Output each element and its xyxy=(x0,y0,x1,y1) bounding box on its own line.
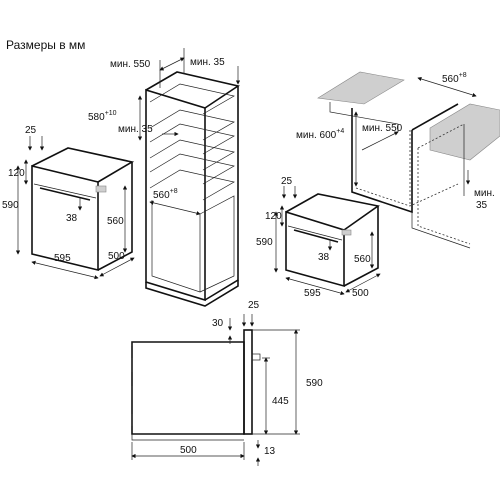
oven-left-width: 595 xyxy=(54,253,71,264)
oven-left-knob xyxy=(95,185,107,193)
oven-right-width: 595 xyxy=(304,288,321,299)
uc-min-depth-label: мин. 550 xyxy=(362,123,403,134)
uc-niche-height-value: мин. 600 xyxy=(296,130,337,141)
uc-min-gap-label: мин. xyxy=(474,188,495,199)
tall-niche-width-tol: +8 xyxy=(170,188,178,195)
uc-min-gap-value: 35 xyxy=(476,200,488,211)
oven-left-handle-offset: 38 xyxy=(66,213,78,224)
tall-niche-width-value: 560 xyxy=(153,190,170,201)
oven-right-depth: 500 xyxy=(352,288,369,299)
uc-niche-height-label: мин. 600+4 xyxy=(296,128,344,141)
tall-niche-width-label: 560+8 xyxy=(153,188,178,201)
oven-right-panel-offset: 25 xyxy=(281,176,293,187)
oven-right-handle-offset: 38 xyxy=(318,252,330,263)
tall-min-gap-side-label: мин. 35 xyxy=(118,124,153,135)
oven-right-height: 590 xyxy=(256,237,273,248)
oven-right-drawing xyxy=(285,193,380,288)
title-label: Размеры в мм xyxy=(6,38,85,52)
tall-niche-height-value: 580 xyxy=(88,112,105,123)
oven-left-depth: 500 xyxy=(108,251,125,262)
side-bottom-offset: 13 xyxy=(264,446,276,457)
side-front-thickness: 25 xyxy=(248,300,260,311)
side-view-front-panel xyxy=(243,329,253,435)
uc-niche-width-tol: +8 xyxy=(459,72,467,79)
side-height: 590 xyxy=(306,378,323,389)
uc-niche-width-value: 560 xyxy=(442,74,459,85)
side-view-handle xyxy=(251,353,261,361)
side-depth: 500 xyxy=(180,445,197,456)
oven-right-inner-height: 560 xyxy=(354,254,371,265)
side-top-offset: 30 xyxy=(212,318,224,329)
oven-left-inner-height: 560 xyxy=(107,216,124,227)
tall-niche-height-label: 580+10 xyxy=(88,110,117,123)
side-view-drawing xyxy=(131,329,261,441)
oven-left-panel-offset: 25 xyxy=(25,125,37,136)
oven-left-height: 590 xyxy=(2,200,19,211)
oven-right-knob xyxy=(341,229,352,236)
uc-niche-height-tol: +4 xyxy=(336,128,344,135)
uc-niche-width-label: 560+8 xyxy=(442,72,467,85)
tall-cabinet-drawing xyxy=(145,71,240,307)
oven-left-panel-height: 120 xyxy=(8,168,25,179)
tall-min-gap-top-label: мин. 35 xyxy=(190,57,225,68)
under-counter-drawing xyxy=(317,71,500,249)
side-lower-height: 445 xyxy=(272,396,289,407)
tall-niche-height-tol: +10 xyxy=(105,110,117,117)
oven-right-panel-height: 120 xyxy=(265,211,282,222)
tall-min-width-label: мин. 550 xyxy=(110,59,151,70)
